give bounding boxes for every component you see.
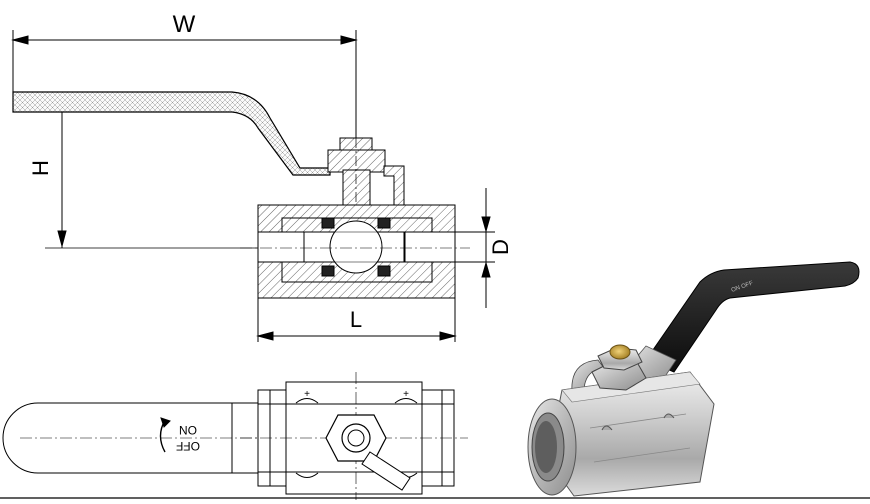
top-view: + + — [2, 372, 468, 500]
end-port — [527, 398, 577, 496]
stem-nut-section — [327, 137, 405, 290]
diameter-dimension — [455, 188, 495, 308]
length-dimension — [256, 298, 457, 342]
width-label: W — [173, 11, 196, 38]
product-photo: ON OFF — [527, 261, 860, 497]
handle-text: OFF ON — [176, 423, 200, 453]
handle-off-text: OFF — [176, 439, 200, 453]
svg-text:+: + — [304, 389, 310, 400]
side-section-view — [11, 30, 495, 342]
lever-grip — [645, 261, 860, 373]
lever-handle-section — [12, 91, 331, 176]
svg-text:+: + — [403, 389, 409, 400]
width-dimension — [11, 30, 358, 140]
diameter-label: D — [488, 239, 513, 255]
handle-on-text: ON — [179, 423, 197, 437]
stem-nut — [591, 344, 647, 391]
length-label: L — [350, 307, 362, 332]
height-dimension — [45, 92, 270, 249]
height-label: H — [28, 160, 53, 176]
valve-body-section — [240, 204, 470, 299]
